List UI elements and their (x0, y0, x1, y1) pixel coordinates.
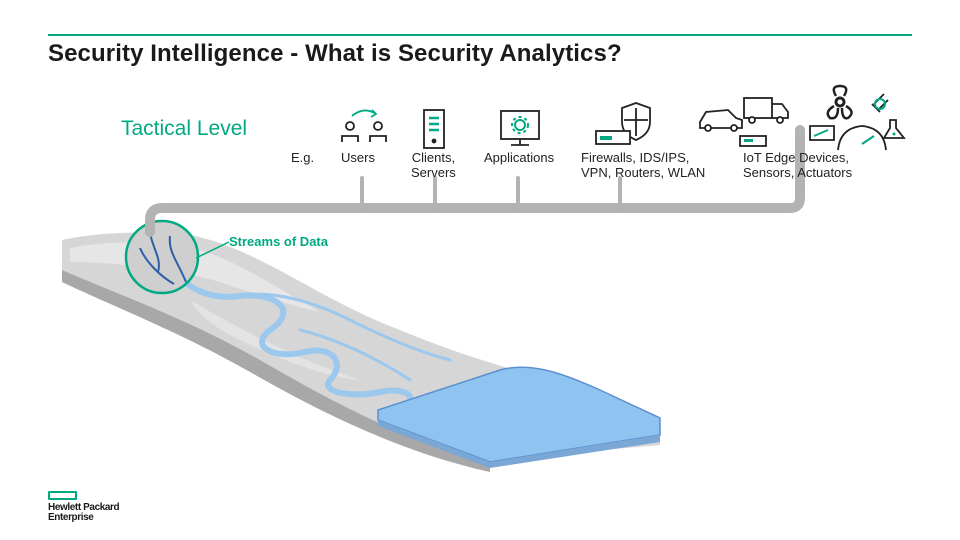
application-monitor-icon (500, 110, 540, 146)
eg-label: E.g. (291, 150, 315, 165)
logo-text-line1: Hewlett Packard (48, 502, 120, 513)
source-label-clients-servers: Clients, Servers (411, 150, 456, 180)
iot-devices-icon (699, 84, 906, 151)
users-icon (341, 109, 387, 142)
lake-edge (378, 420, 660, 468)
slide-title: Security Intelligence - What is Security… (48, 40, 622, 67)
streams-magnifier (124, 219, 230, 295)
server-icon (423, 109, 445, 149)
hpe-logo-icon (48, 491, 77, 500)
streams-of-data-label: Streams of Data (229, 234, 328, 249)
tactical-level-label: Tactical Level (121, 117, 248, 140)
source-label-users: Users (341, 150, 375, 165)
source-label-applications: Applications (484, 150, 555, 165)
source-label-iot: IoT Edge Devices, Sensors, Actuators (743, 150, 853, 180)
source-label-network-devices: Firewalls, IDS/IPS, VPN, Routers, WLAN (581, 150, 706, 180)
firewall-router-icon (595, 102, 651, 145)
lake-illustration (377, 366, 661, 463)
logo-text-line2: Enterprise (48, 512, 94, 523)
title-rule (48, 34, 912, 36)
data-connector (145, 125, 805, 237)
river-illustration (162, 257, 452, 413)
